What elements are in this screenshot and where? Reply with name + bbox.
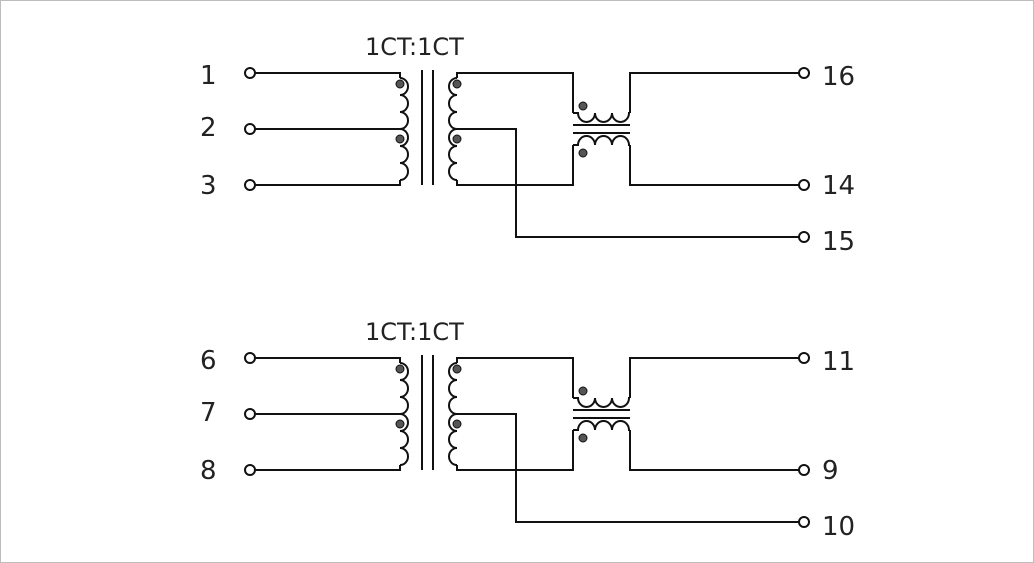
terminal [798, 67, 810, 79]
pin-label: 10 [822, 512, 855, 542]
transformer-circuit-2: 1CT:1CT 6 7 8 11 9 10 [200, 318, 855, 542]
wire [629, 145, 800, 186]
pin-label: 15 [822, 227, 855, 257]
polarity-dot [452, 134, 462, 144]
pin-label: 16 [822, 62, 855, 92]
terminal [244, 67, 256, 79]
center-tap-wire [457, 128, 800, 238]
wire [456, 430, 574, 471]
pin-label: 2 [200, 113, 217, 143]
terminal [798, 516, 810, 528]
wire [255, 180, 401, 186]
polarity-dot [578, 148, 588, 158]
polarity-dot [578, 101, 588, 111]
terminal [244, 408, 256, 420]
choke-winding [573, 135, 630, 146]
turns-ratio-label: 1CT:1CT [365, 33, 464, 61]
wire [255, 72, 401, 78]
wire [456, 357, 574, 398]
polarity-dot [452, 79, 462, 89]
terminal [244, 464, 256, 476]
polarity-dot [578, 386, 588, 396]
terminal [798, 352, 810, 364]
terminal [798, 464, 810, 476]
polarity-dot [452, 419, 462, 429]
turns-ratio-label: 1CT:1CT [365, 318, 464, 346]
pin-label: 11 [822, 347, 855, 377]
pin-label: 7 [200, 398, 217, 428]
choke-winding [573, 420, 630, 431]
wire [629, 357, 800, 398]
transformer-circuit-1: 1CT:1CT 1 2 3 16 14 15 [200, 33, 855, 257]
polarity-dot [395, 364, 405, 374]
pin-label: 9 [822, 456, 839, 486]
common-mode-choke [573, 101, 630, 158]
choke-winding [573, 112, 630, 123]
secondary-winding [448, 77, 458, 181]
terminal [244, 179, 256, 191]
terminal [244, 352, 256, 364]
wire [456, 145, 574, 186]
pin-label: 8 [200, 456, 217, 486]
wire [629, 72, 800, 113]
polarity-dot [395, 134, 405, 144]
center-tap-wire [457, 413, 800, 523]
primary-winding [399, 77, 409, 181]
pin-label: 1 [200, 61, 217, 91]
terminal [798, 231, 810, 243]
terminal [798, 179, 810, 191]
polarity-dot [395, 79, 405, 89]
pin-label: 14 [822, 171, 855, 201]
terminal [244, 123, 256, 135]
polarity-dot [395, 419, 405, 429]
primary-winding [399, 362, 409, 466]
pin-label: 6 [200, 346, 217, 376]
wire [456, 72, 574, 113]
polarity-dot [578, 433, 588, 443]
wire [255, 357, 401, 363]
wire [629, 430, 800, 471]
common-mode-choke [573, 386, 630, 443]
pin-label: 3 [200, 171, 217, 201]
secondary-winding [448, 362, 458, 466]
wire [255, 465, 401, 471]
polarity-dot [452, 364, 462, 374]
choke-winding [573, 397, 630, 408]
